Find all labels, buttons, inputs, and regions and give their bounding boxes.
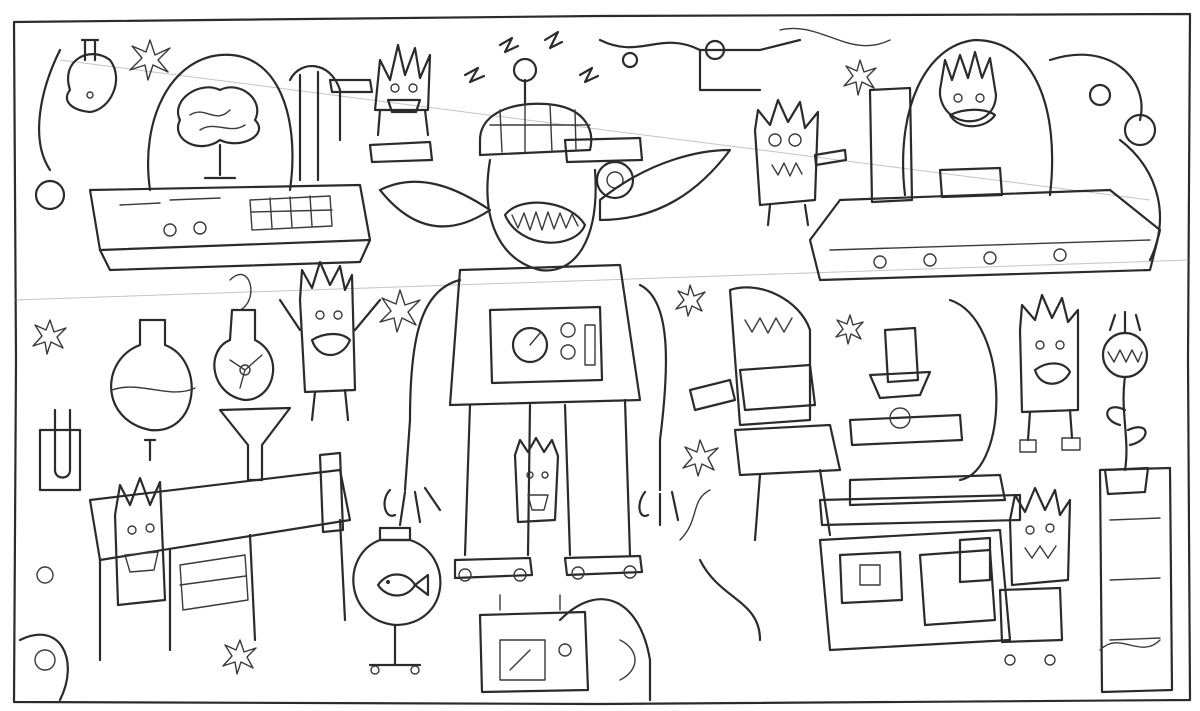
- sketch-frame: [12, 12, 1192, 706]
- spiky-minion-top: [328, 43, 434, 164]
- lab-desk: [88, 438, 352, 662]
- brain-in-jar-machine: [34, 38, 372, 272]
- desk-creature: [688, 286, 842, 542]
- fishbowl-on-stool: [352, 526, 442, 675]
- alien-in-dome-machine: [808, 38, 1162, 282]
- spiky-minion-syringe: [753, 98, 848, 227]
- spiky-minion-right: [1018, 293, 1081, 453]
- floor-scribbles: [34, 489, 1161, 681]
- chemistry-flasks: [38, 273, 292, 492]
- lightning-bolts: [463, 30, 600, 84]
- spiky-minion-jumping: [278, 260, 382, 422]
- venus-flytrap-plant: [1101, 310, 1150, 496]
- computer-desk: [818, 466, 1174, 694]
- sparkle-stars: [32, 39, 877, 675]
- giant-microscope: [818, 298, 1022, 527]
- control-box: [478, 594, 590, 694]
- frankenstein-monster: [378, 57, 732, 582]
